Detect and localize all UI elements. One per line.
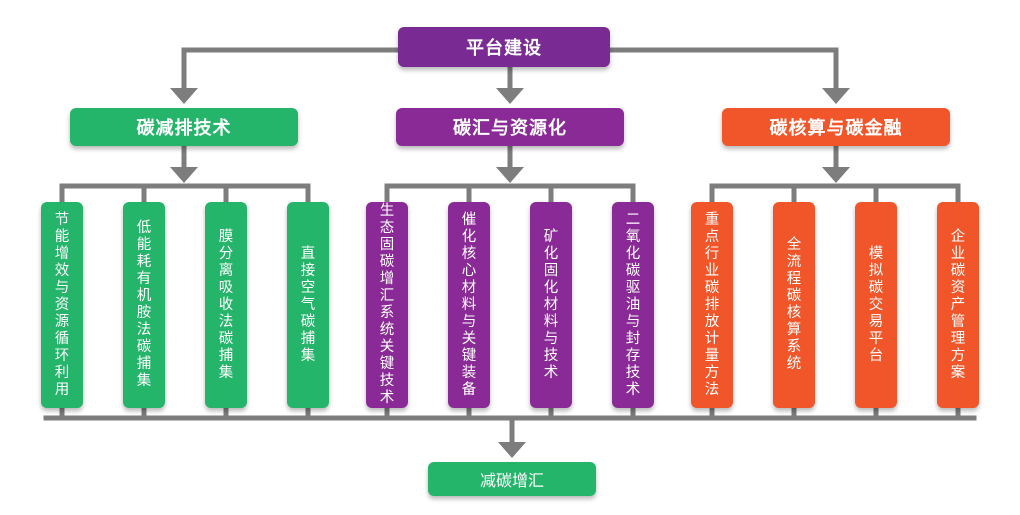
category-node-carbon-sink: 碳汇与资源化 [396, 108, 624, 146]
outcome-node: 减碳增汇 [428, 462, 596, 496]
leaf-label: 膜分离吸收法碳捕集 [218, 228, 234, 381]
leaf-label: 催化核心材料与关键装备 [461, 211, 477, 398]
arrow-head [822, 167, 850, 183]
leaf-node: 膜分离吸收法碳捕集 [205, 202, 247, 408]
arrow-head [170, 88, 198, 104]
leaf-label: 模拟碳交易平台 [868, 245, 884, 364]
leaf-node: 重点行业碳排放计量方法 [691, 202, 733, 408]
leaf-node: 企业碳资产管理方案 [937, 202, 979, 408]
leaf-label: 生态固碳增汇系统关键技术 [379, 203, 395, 406]
leaf-node: 生态固碳增汇系统关键技术 [366, 202, 408, 408]
arrow-head [496, 167, 524, 183]
leaf-node: 低能耗有机胺法碳捕集 [123, 202, 165, 408]
leaf-node: 直接空气碳捕集 [287, 202, 329, 408]
arrow-head [822, 88, 850, 104]
leaf-node: 节能增效与资源循环利用 [41, 202, 83, 408]
leaf-node: 催化核心材料与关键装备 [448, 202, 490, 408]
leaf-node: 二氧化碳驱油与封存技术 [612, 202, 654, 408]
leaf-label: 重点行业碳排放计量方法 [704, 211, 720, 398]
leaf-node: 模拟碳交易平台 [855, 202, 897, 408]
arrow-head [170, 167, 198, 183]
leaf-label: 二氧化碳驱油与封存技术 [625, 211, 641, 398]
category-label: 碳汇与资源化 [453, 118, 567, 139]
category-node-emission-reduction: 碳减排技术 [70, 108, 298, 146]
leaf-label: 直接空气碳捕集 [300, 245, 316, 364]
arrow-head [498, 442, 526, 458]
root-label: 平台建设 [466, 38, 542, 59]
leaf-label: 低能耗有机胺法碳捕集 [136, 220, 152, 389]
category-label: 碳减排技术 [136, 118, 232, 139]
category-label: 碳核算与碳金融 [769, 118, 903, 139]
outcome-label: 减碳增汇 [479, 471, 544, 490]
leaf-node: 全流程碳核算系统 [773, 202, 815, 408]
root-node: 平台建设 [398, 27, 610, 67]
category-node-carbon-accounting: 碳核算与碳金融 [722, 108, 950, 146]
leaf-label: 矿化固化材料与技术 [543, 228, 559, 381]
arrow-head [496, 88, 524, 104]
leaf-label: 全流程碳核算系统 [786, 237, 802, 372]
leaf-label: 企业碳资产管理方案 [950, 228, 966, 381]
leaf-node: 矿化固化材料与技术 [530, 202, 572, 408]
leaf-label: 节能增效与资源循环利用 [54, 211, 70, 398]
